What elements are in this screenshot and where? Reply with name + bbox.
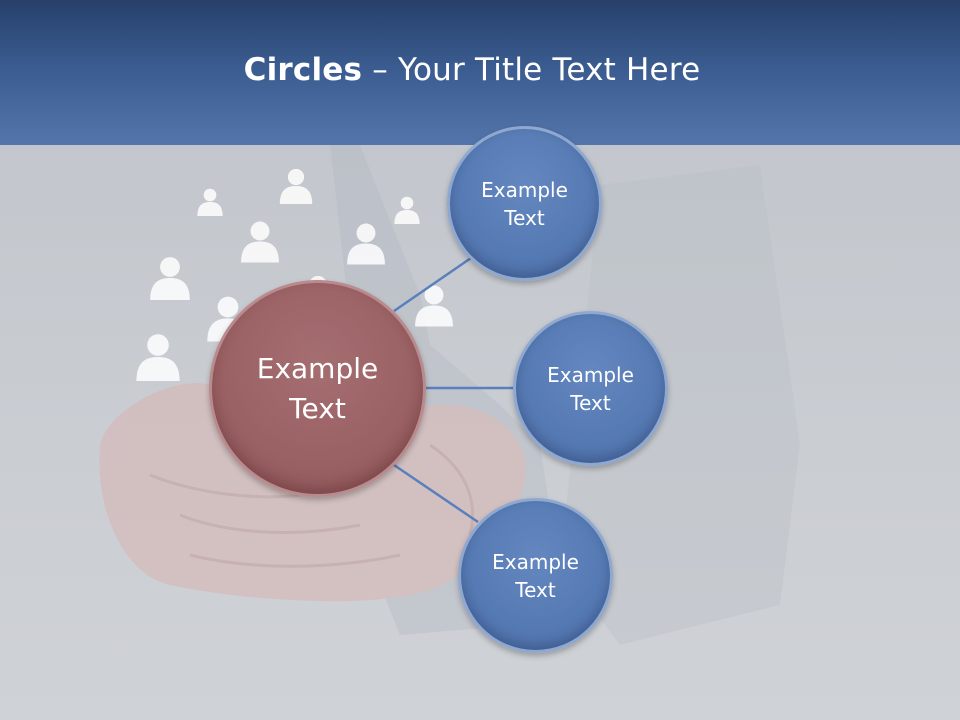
connector-line-3	[393, 463, 479, 524]
node-circle-1[interactable]: Example Text	[447, 126, 602, 281]
node-circle-1-line2: Text	[504, 205, 545, 230]
center-circle-line1: Example	[256, 352, 379, 386]
node-circle-2[interactable]: Example Text	[513, 311, 668, 466]
node-circle-2-line1: Example	[547, 362, 634, 387]
header-bar	[0, 0, 960, 145]
node-circle-3[interactable]: Example Text	[458, 498, 613, 653]
title-rest-part: – Your Title Text Here	[362, 52, 701, 88]
center-circle[interactable]: Example Text	[209, 280, 426, 497]
node-circle-1-line1: Example	[481, 177, 568, 202]
title-bold-part: Circles	[243, 52, 363, 88]
slide-title: Circles – Your Title Text Here	[0, 52, 944, 88]
node-circle-2-line2: Text	[570, 390, 611, 415]
node-circle-3-line2: Text	[515, 577, 556, 602]
connector-line-1	[393, 256, 472, 313]
center-circle-line2: Text	[289, 391, 346, 425]
node-circle-3-line1: Example	[492, 549, 579, 574]
